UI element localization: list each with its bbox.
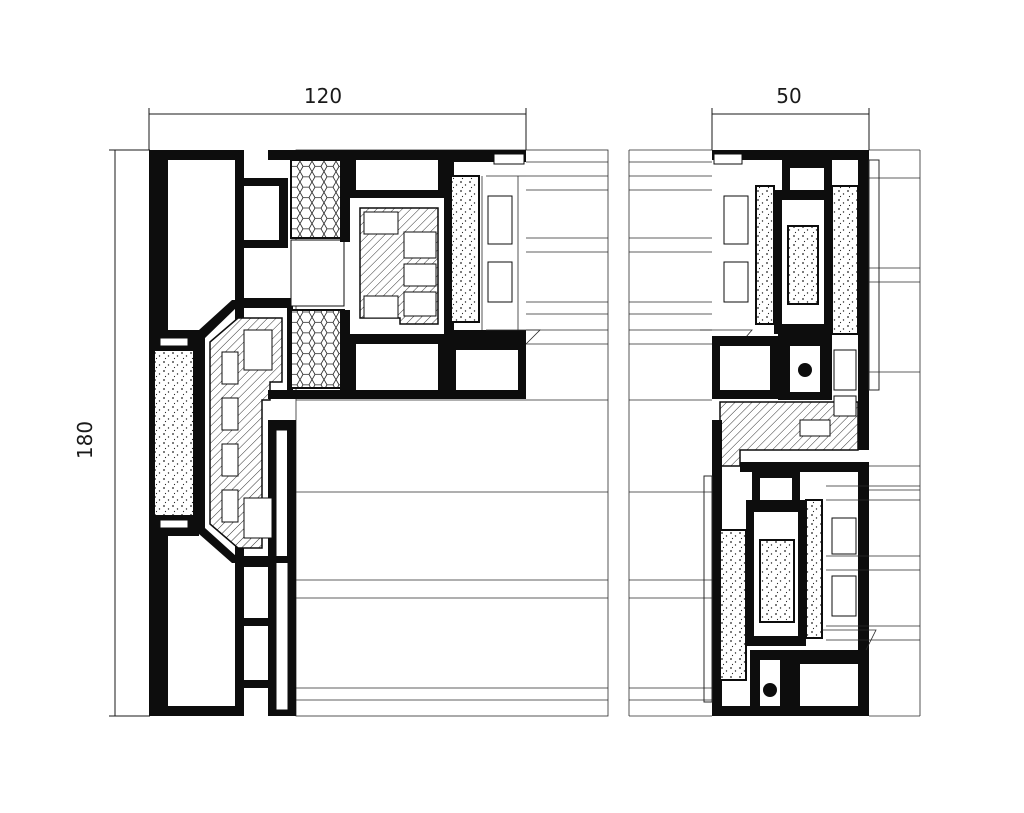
left-glass-unit — [481, 175, 541, 345]
right-upper-glass-unit — [700, 195, 753, 345]
dimension-label-50: 50 — [776, 84, 801, 108]
dimension-left-width: 120 — [148, 84, 527, 150]
dimension-right-width: 50 — [711, 84, 870, 150]
left-sash-frame — [348, 150, 526, 399]
right-upper-sash — [712, 150, 880, 467]
left-insulated-panel — [149, 330, 199, 536]
dimension-height: 180 — [73, 149, 150, 717]
dimension-label-180: 180 — [73, 421, 97, 459]
right-glass-lines — [628, 149, 921, 717]
dimension-label-120: 120 — [304, 84, 342, 108]
right-section — [628, 149, 921, 717]
left-thermal-break — [199, 300, 293, 563]
left-section — [149, 149, 609, 717]
left-outer-frame — [149, 150, 296, 716]
right-lower-frame — [703, 420, 920, 716]
